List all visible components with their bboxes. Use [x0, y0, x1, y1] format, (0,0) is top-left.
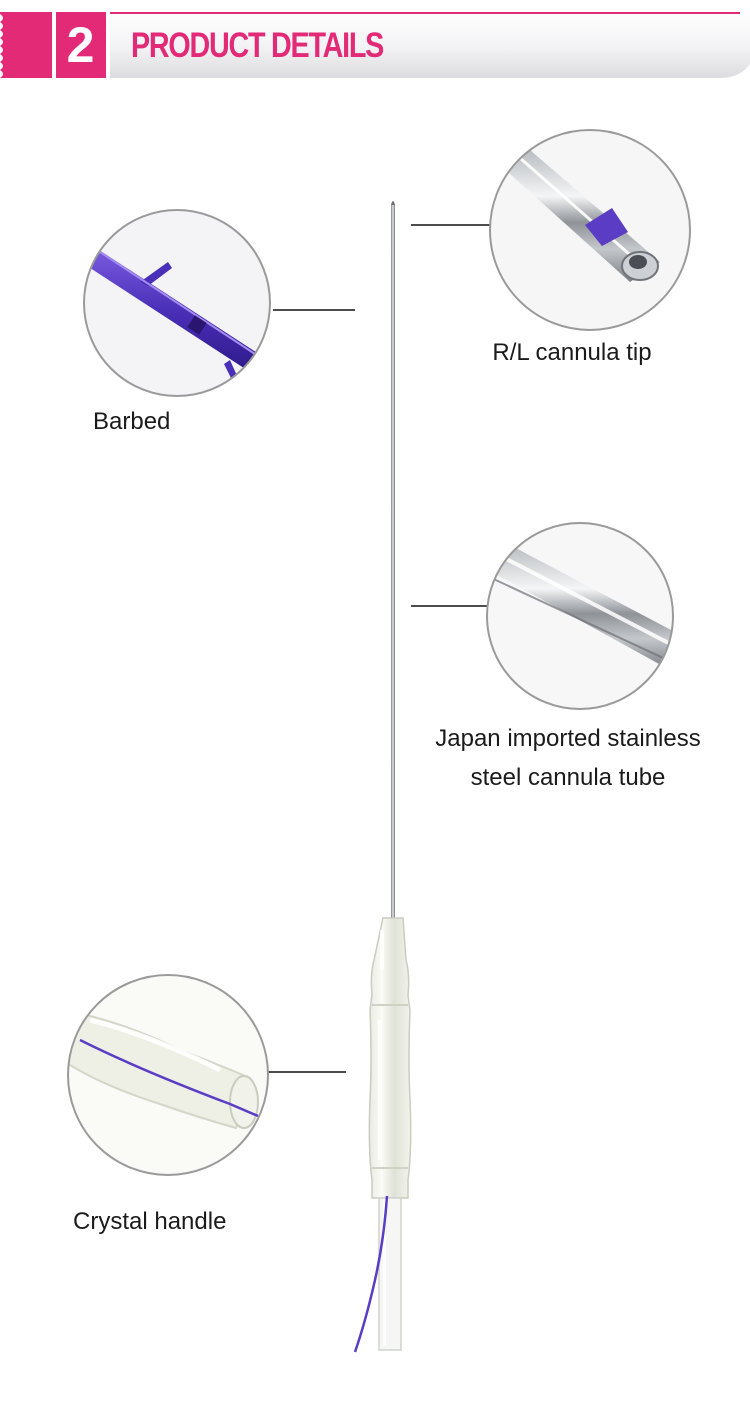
- page-title: PRODUCT DETAILS: [131, 26, 384, 65]
- steel-tube-label-line1: Japan imported stainless: [435, 725, 701, 752]
- section-header: 2 PRODUCT DETAILS: [0, 12, 750, 78]
- barbed-label: Barbed: [93, 408, 171, 435]
- header-background: [0, 12, 750, 78]
- crystal-handle-zoom-icon: [67, 974, 269, 1176]
- pdo-thread: [353, 1195, 389, 1353]
- steel-tube-label-line2: steel cannula tube: [470, 764, 666, 791]
- steel-tube-zoom-icon: [486, 522, 674, 710]
- crystal-handle-label: Crystal handle: [73, 1208, 227, 1235]
- barbed-thread-zoom-icon: [83, 209, 271, 397]
- cannula-tip-label: R/L cannula tip: [492, 339, 652, 366]
- cannula-tip-zoom-icon: [489, 129, 691, 331]
- crystal-handle: [368, 917, 412, 1351]
- section-number: 2: [66, 17, 95, 73]
- cannula-needle: [391, 201, 395, 920]
